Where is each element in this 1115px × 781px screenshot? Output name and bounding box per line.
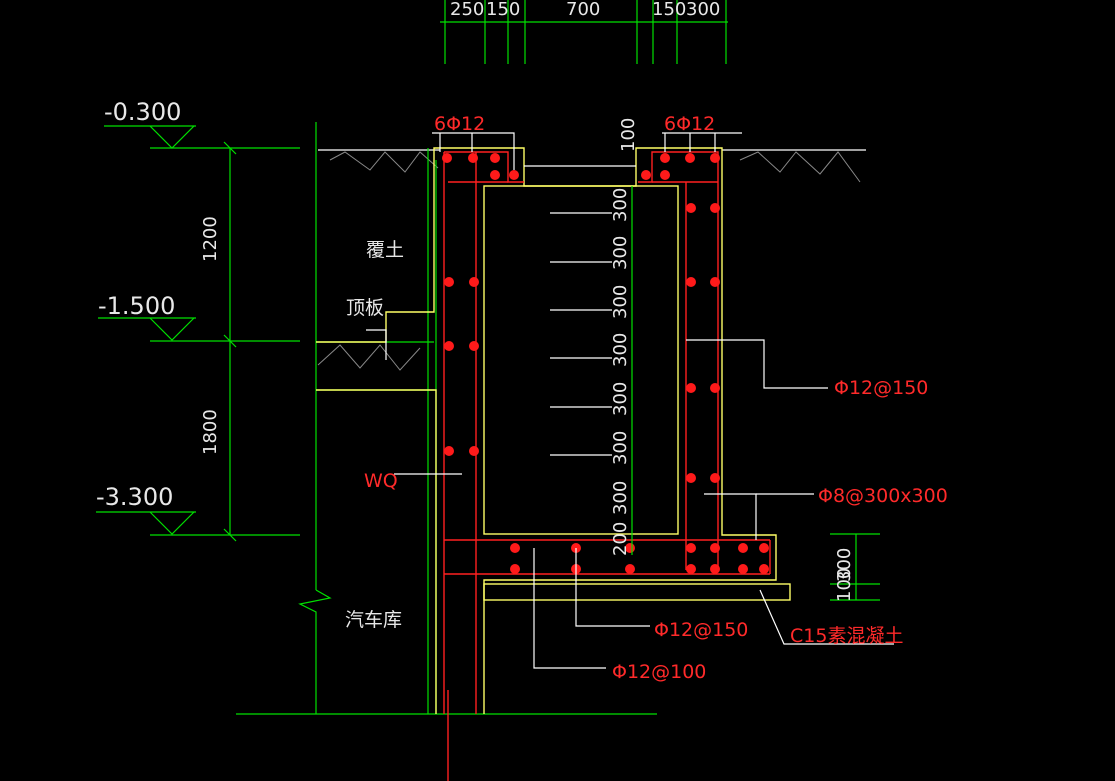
dim-250: 250 [450,0,484,20]
concrete-outline [316,147,791,714]
inner-dim-4: 300 [610,333,631,367]
rebar-label-tie: Φ8@300x300 [818,485,948,507]
dim-300: 300 [686,0,720,20]
elevation-0300: -0.300 [104,98,181,126]
dim-300-bottom: 300 [834,548,855,582]
label-cushion: C15素混凝土 [790,625,903,647]
elevation-markers: -0.300 -1.500 -3.300 1200 1800 [96,98,300,542]
inner-dim-5: 300 [610,382,631,416]
label-garage: 汽车库 [345,609,402,631]
dim-150-left: 150 [486,0,520,20]
garage-structure [236,122,657,715]
label-wall: WQ [364,470,398,492]
dim-150-right: 150 [652,0,686,20]
elevation-3300: -3.300 [96,483,173,511]
rebar-label-top-right: 6Φ12 [664,113,715,135]
rebar-label-top-left: 6Φ12 [434,113,485,135]
inner-dim-6: 300 [610,431,631,465]
inner-dim-3: 300 [610,285,631,319]
rebar-label-bottom-1: Φ12@150 [654,619,748,641]
dim-100-top: 100 [618,118,639,152]
rebar-bars [442,153,769,574]
rebar-label-right-main: Φ12@150 [834,377,928,399]
inner-dimension-chain: 300 300 300 300 300 300 300 200 100 [550,118,639,556]
rebar-cage [443,151,771,714]
elevation-1500: -1.500 [98,292,175,320]
top-dimension-chain: 250 150 700 150 300 [440,0,728,64]
rebar-label-bottom-2: Φ12@100 [612,661,706,683]
inner-dim-2: 300 [610,236,631,270]
inner-dim-1: 300 [610,188,631,222]
leader-lines [366,132,894,669]
dim-1200: 1200 [200,216,221,262]
dim-1800: 1800 [200,409,221,455]
ground-hatch [318,149,866,183]
inner-dim-7: 300 [610,481,631,515]
dim-700: 700 [566,0,600,20]
bottom-right-dims: 300 100 [830,533,880,602]
dim-100-bottom: 100 [834,568,855,602]
roof-slab-hatch [317,344,421,371]
inner-dim-8: 200 [610,522,631,556]
label-roof-slab: 顶板 [346,297,384,319]
label-soil-cover: 覆土 [366,239,404,261]
